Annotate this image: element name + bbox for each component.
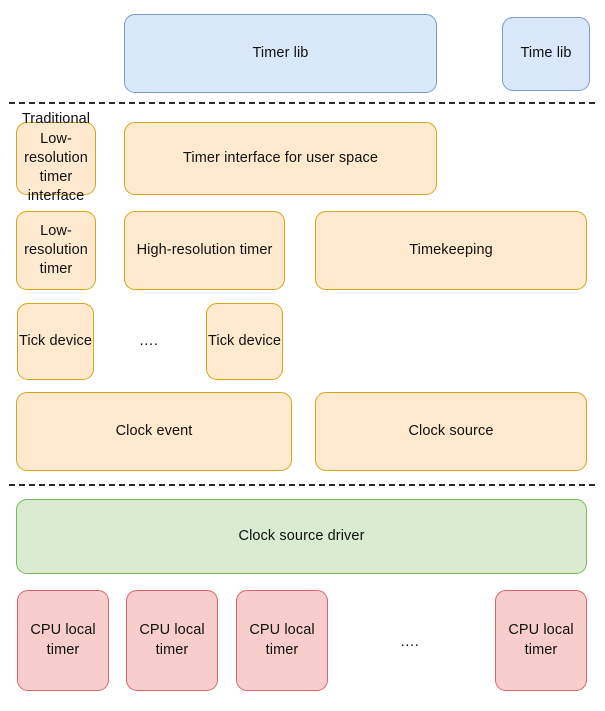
node-timekeeping[interactable]: Timekeeping — [315, 211, 587, 290]
node-high-resolution-timer[interactable]: High-resolution timer — [124, 211, 285, 290]
node-time-lib[interactable]: Time lib — [502, 17, 590, 91]
divider-kernel-driver — [9, 484, 595, 486]
node-clock-event[interactable]: Clock event — [16, 392, 292, 471]
node-traditional-lowres-timer-interface[interactable]: Traditional Low-resolution timer interfa… — [16, 111, 96, 204]
node-cpu-local-timer-4[interactable]: CPU local timer — [495, 590, 587, 691]
node-clock-source[interactable]: Clock source — [315, 392, 587, 471]
cpu-local-timer-ellipsis: .... — [400, 633, 420, 650]
node-cpu-local-timer-3[interactable]: CPU local timer — [236, 590, 328, 691]
node-cpu-local-timer-2[interactable]: CPU local timer — [126, 590, 218, 691]
node-cpu-local-timer-1[interactable]: CPU local timer — [17, 590, 109, 691]
node-tick-device-2[interactable]: Tick device — [206, 303, 283, 380]
divider-user-kernel — [9, 102, 595, 104]
node-clock-source-driver[interactable]: Clock source driver — [16, 499, 587, 574]
node-timer-lib[interactable]: Timer lib — [124, 14, 437, 93]
tick-device-ellipsis: .... — [139, 332, 159, 349]
node-low-resolution-timer[interactable]: Low-resolution timer — [16, 211, 96, 290]
node-tick-device-1[interactable]: Tick device — [17, 303, 94, 380]
node-timer-interface-user-space[interactable]: Timer interface for user space — [124, 122, 437, 195]
